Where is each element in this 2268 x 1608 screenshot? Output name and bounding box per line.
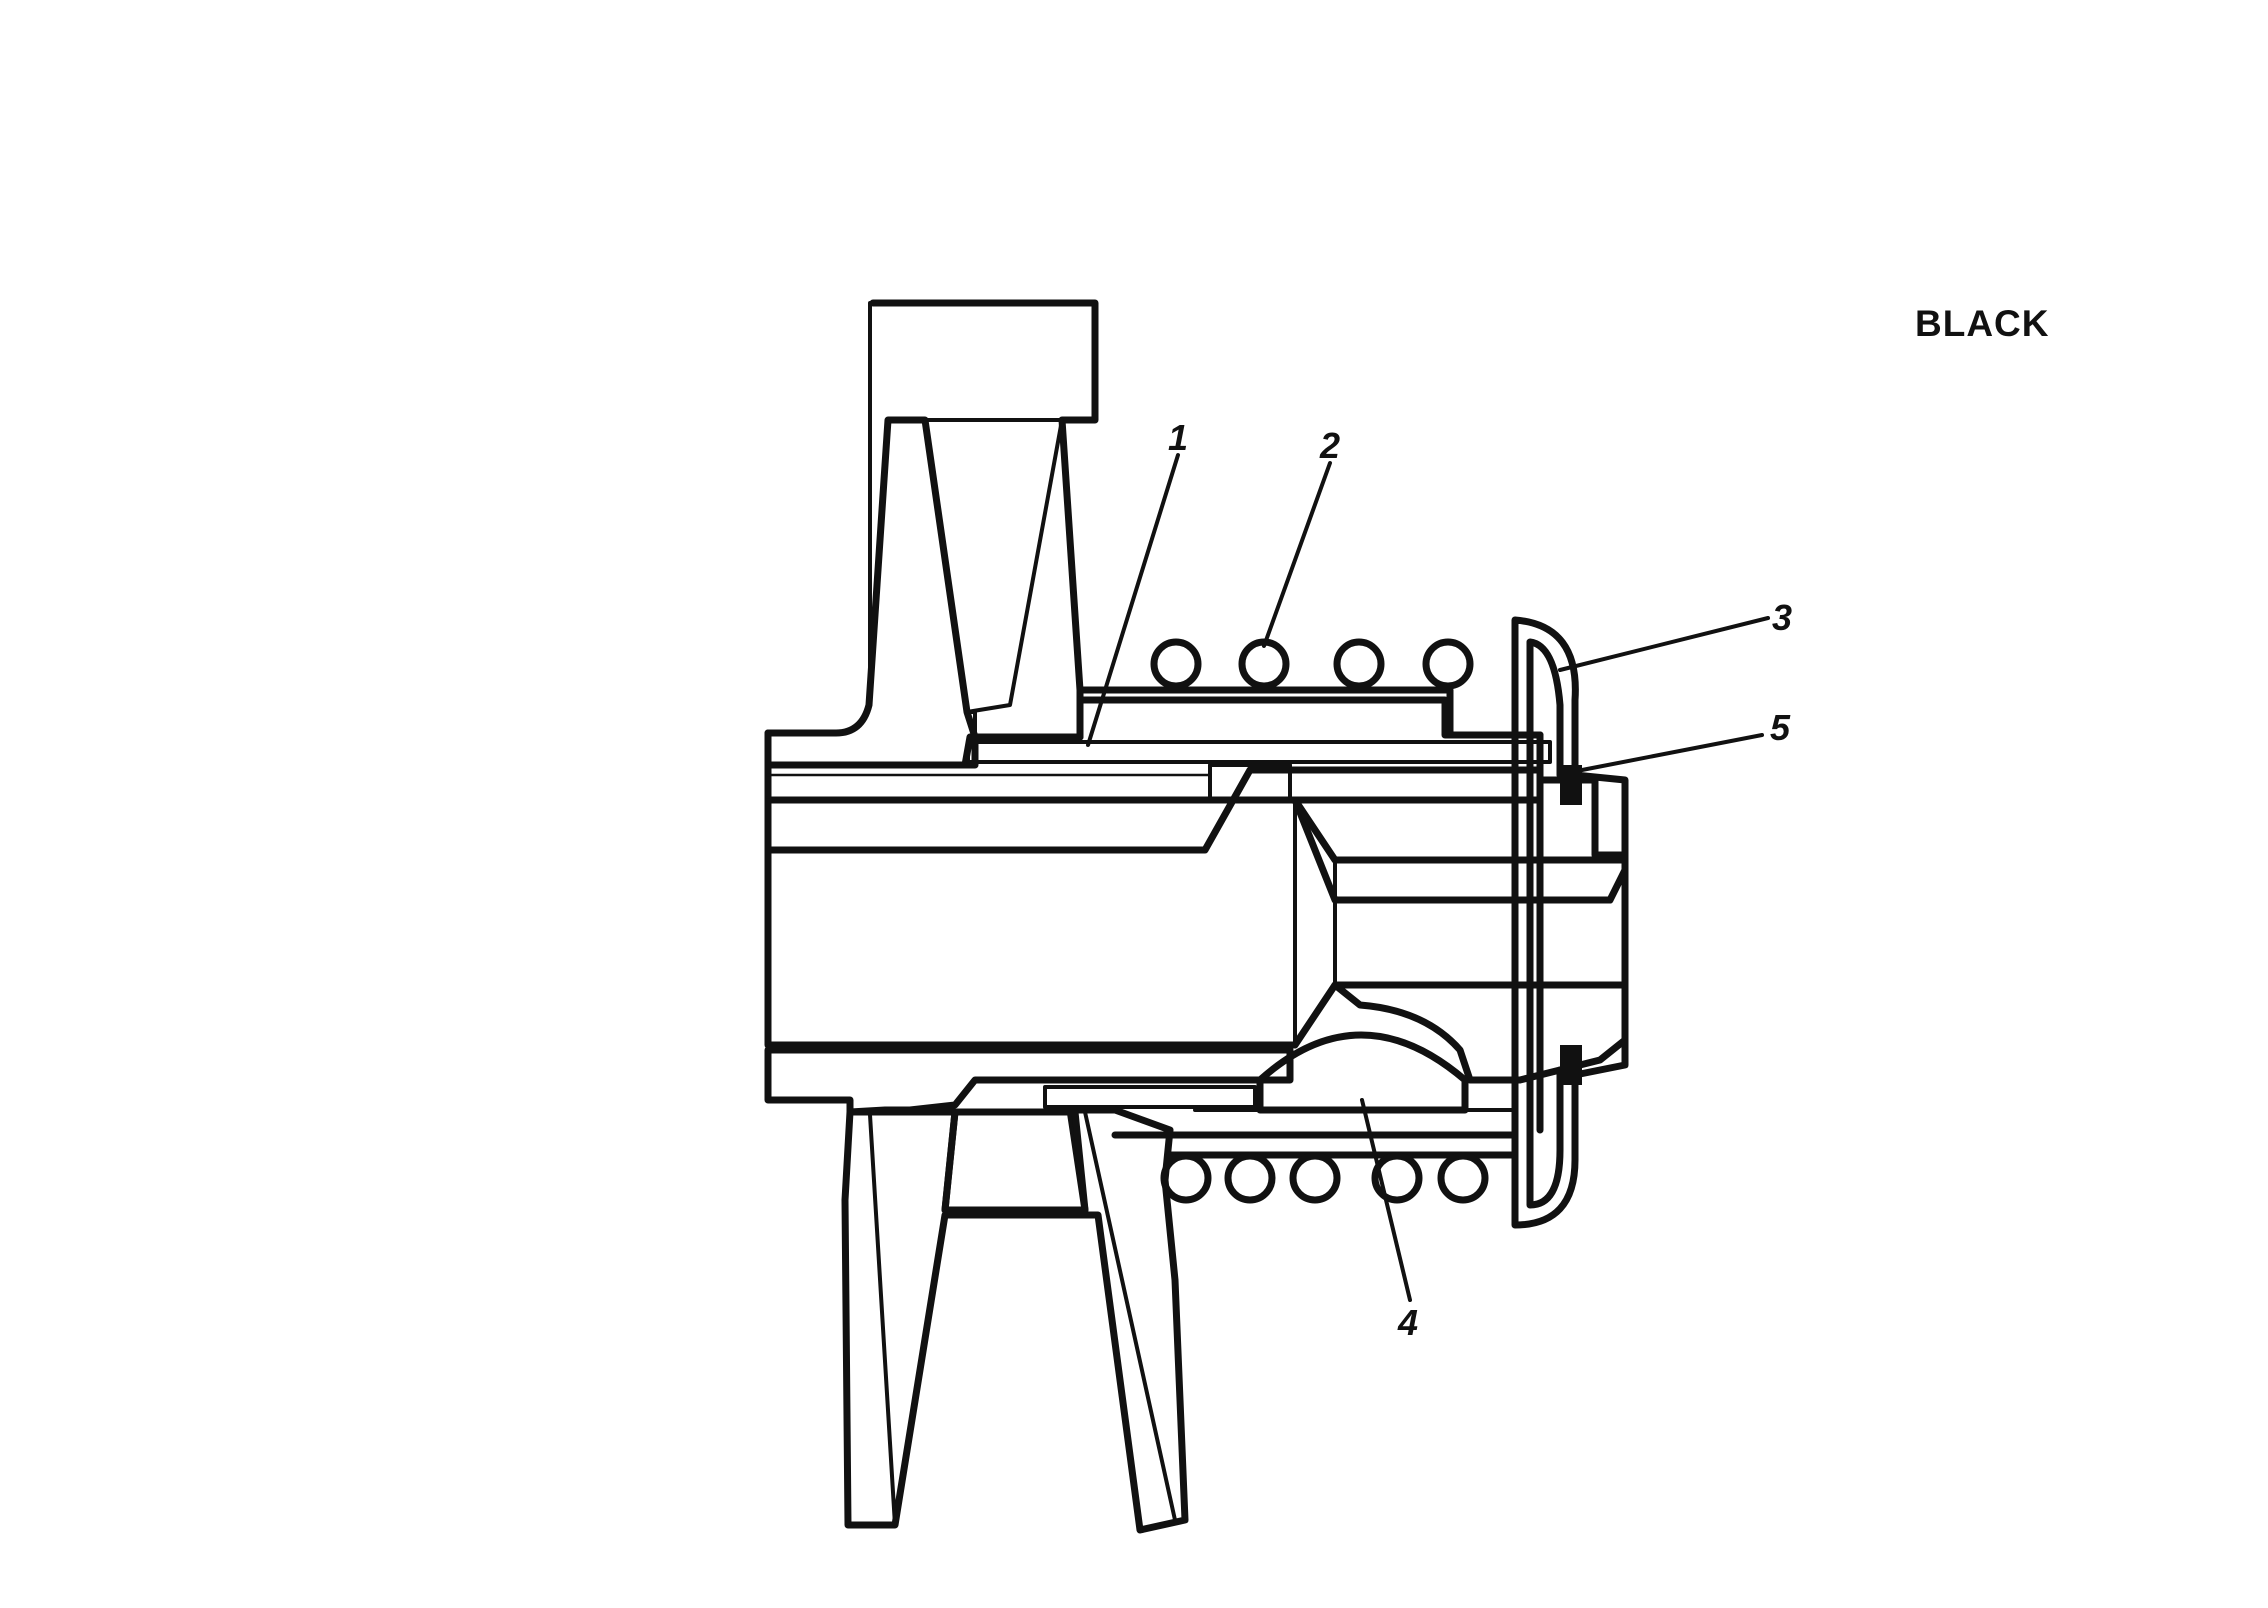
lower-hub-section <box>764 981 1629 1116</box>
end-cap <box>1511 616 1629 1229</box>
callout-1: 1 <box>1168 417 1188 458</box>
sleeve-upper <box>966 740 1552 764</box>
ball-detent <box>1256 1031 1469 1114</box>
callout-4: 4 <box>1397 1302 1418 1343</box>
spring-coils-lower <box>1160 1152 1489 1204</box>
central-bore <box>764 773 1629 1052</box>
rivet-lower <box>1560 1045 1582 1085</box>
sleeve-lower <box>1043 1085 1257 1109</box>
color-tag: BLACK <box>1915 303 2050 344</box>
leader-lines <box>1086 453 1770 1302</box>
callout-2: 2 <box>1319 425 1340 466</box>
lower-sleeve-tube <box>1111 1108 1519 1159</box>
lower-sheave-flange <box>841 1106 1189 1534</box>
rivet-upper <box>1560 765 1582 805</box>
spring-coils-upper <box>1076 638 1544 739</box>
upper-sheave-flange <box>764 299 1099 769</box>
callout-5: 5 <box>1770 707 1791 748</box>
callout-3: 3 <box>1772 597 1792 638</box>
